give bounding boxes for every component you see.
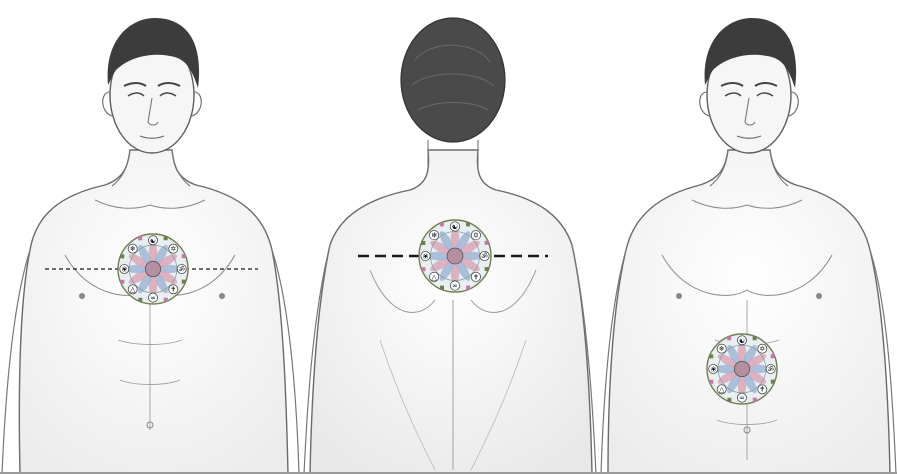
left-nipple (676, 293, 682, 299)
left-nipple (79, 293, 85, 299)
mandala-rim-marker (182, 280, 186, 284)
om-icon: ॐ (768, 365, 775, 373)
star-of-david-icon: ✡ (759, 345, 765, 353)
mandala-rim-marker (421, 267, 425, 271)
cross-icon: ✝ (759, 386, 765, 394)
mandala-center (734, 361, 749, 376)
mandala-rim-marker (771, 380, 775, 384)
mandala-abdomen[interactable]: ☯ ✡ ॐ ✝ ∞ △ ❀ ❄ (707, 334, 777, 404)
mandala-rim-marker (485, 241, 489, 245)
triangle-icon: △ (130, 286, 136, 294)
infinity-icon: ∞ (739, 394, 745, 402)
triangle-icon: △ (719, 386, 725, 394)
snowflake-icon: ❄ (130, 245, 136, 253)
mandala-rim-marker (120, 254, 124, 258)
star-of-david-icon: ✡ (473, 231, 479, 240)
yin-yang-icon: ☯ (452, 222, 458, 231)
mandala-rim-marker (120, 280, 124, 284)
mandala-rim-marker (727, 336, 731, 340)
back-torso-outline (310, 150, 592, 474)
mandala-rim-marker (440, 286, 444, 290)
back-head (401, 18, 505, 142)
torso-outline (19, 150, 288, 474)
yin-yang-icon: ☯ (739, 337, 745, 345)
mandala-rim-marker (138, 298, 142, 302)
mandala-rim-marker (753, 336, 757, 340)
mandala-rim-marker (753, 398, 757, 402)
lotus-icon: ❀ (121, 265, 127, 273)
mandala-rim-marker (727, 398, 731, 402)
mandala-rim-marker (421, 241, 425, 245)
star-of-david-icon: ✡ (170, 245, 176, 253)
infinity-icon: ∞ (150, 294, 156, 302)
lotus-icon: ❀ (422, 252, 428, 261)
mandala-rim-marker (138, 236, 142, 240)
mandala-upper-back[interactable]: ☯ ✡ ॐ ✝ ∞ △ ❀ ❄ (419, 220, 491, 292)
mandala-rim-marker (466, 222, 470, 226)
cross-icon: ✝ (473, 272, 479, 281)
mandala-rim-marker (440, 222, 444, 226)
cross-icon: ✝ (170, 286, 176, 294)
snowflake-icon: ❄ (719, 345, 725, 353)
infinity-icon: ∞ (452, 281, 458, 290)
lotus-icon: ❀ (710, 365, 716, 373)
mandala-rim-marker (709, 380, 713, 384)
om-icon: ॐ (179, 265, 186, 273)
mandala-rim-marker (771, 354, 775, 358)
figure-front-chest-drawing: ☯ ✡ ॐ ✝ ∞ △ ❀ ❄ (0, 0, 300, 474)
mandala-rim-marker (164, 236, 168, 240)
snowflake-icon: ❄ (431, 231, 437, 240)
om-icon: ॐ (481, 252, 488, 261)
mandala-chest[interactable]: ☯ ✡ ॐ ✝ ∞ △ ❀ ❄ (118, 234, 188, 304)
figure-front-chest: ☯ ✡ ॐ ✝ ∞ △ ❀ ❄ (0, 0, 300, 474)
mandala-rim-marker (164, 298, 168, 302)
triangle-icon: △ (431, 272, 437, 281)
mandala-center (145, 261, 160, 276)
mandala-rim-marker (709, 354, 713, 358)
figure-back-upper: ☯ ✡ ॐ ✝ ∞ △ ❀ ❄ (300, 0, 600, 474)
right-nipple (816, 293, 822, 299)
mandala-center (447, 248, 463, 264)
mandala-rim-marker (485, 267, 489, 271)
figure-front-abdomen: ☯ ✡ ॐ ✝ ∞ △ ❀ ❄ (600, 0, 897, 474)
right-nipple (219, 293, 225, 299)
mandala-rim-marker (466, 286, 470, 290)
yin-yang-icon: ☯ (150, 237, 156, 245)
figure-back-upper-drawing: ☯ ✡ ॐ ✝ ∞ △ ❀ ❄ (300, 0, 600, 474)
mandala-rim-marker (182, 254, 186, 258)
torso-outline (608, 150, 890, 474)
figure-front-abdomen-drawing: ☯ ✡ ॐ ✝ ∞ △ ❀ ❄ (600, 0, 897, 474)
